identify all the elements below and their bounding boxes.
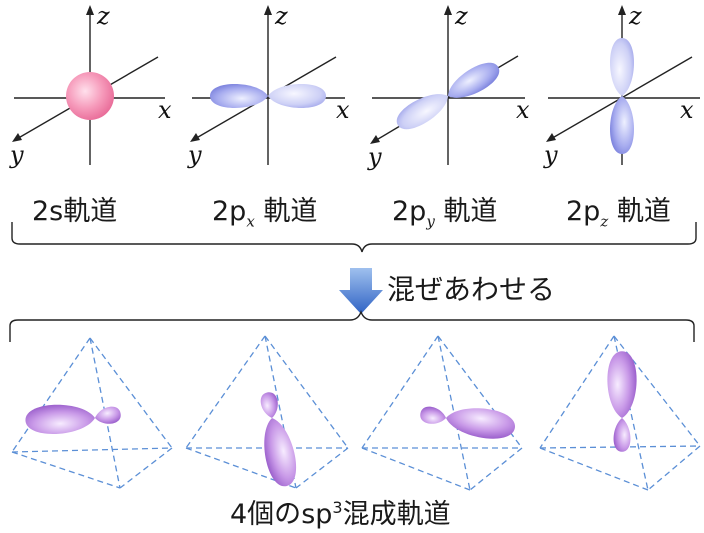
z-axis-arrow-icon [86,5,94,15]
pz-lobe-down-icon [610,96,634,154]
sp3-lobe-small-icon [93,405,123,427]
mix-label: 混ぜあわせる [387,273,556,306]
px-lobe-positive-icon [268,84,326,108]
y-axis-arrow-icon [12,133,22,142]
panel-2px [190,5,345,165]
label-2pz-orbital: 2pz 軌道 [566,196,671,231]
s-orbital-sphere-icon [66,72,114,120]
axis-label-z: z [275,2,288,30]
axis-label-y: y [10,141,24,169]
axis-label-y: y [368,143,382,171]
tetrahedron-guide [11,337,173,489]
sp3-panel-4 [539,335,701,491]
sp3-panel-1 [11,337,173,489]
sp3-lobe-large-icon [607,351,637,418]
sp3-hybrid-label: 4個のsp3混成軌道 [230,498,451,530]
axis-label-z: z [97,2,110,30]
sp3-lobe-small-icon [418,405,448,427]
label-2s-orbital: 2s軌道 [32,196,118,227]
axis-label-x: x [680,96,694,124]
axis-label-y: y [188,141,202,169]
sp3-lobe-large-icon [257,414,301,490]
panel-2pz [546,5,700,165]
sp3-panel-3 [361,335,523,491]
sp3-lobe-small-icon [613,418,631,452]
sp3-panel-2 [185,335,349,490]
y-axis-arrow-icon [370,135,380,144]
pz-lobe-up-icon [610,38,634,96]
panel-2py [370,5,525,165]
z-axis-arrow-icon [618,5,626,15]
bottom-brace [9,310,695,342]
axis-label-x: x [516,96,530,124]
z-axis-arrow-icon [444,5,452,15]
label-2px-orbital: 2px 軌道 [212,196,318,231]
tetrahedron-guide [361,335,523,491]
axis-label-x: x [336,96,350,124]
down-arrow-icon [339,268,383,314]
px-lobe-negative-icon [210,84,268,108]
axis-label-x: x [158,96,172,124]
axis-label-z: z [629,2,642,30]
panel-2s [12,5,165,165]
py-lobe-negative-icon [391,85,454,136]
y-axis-arrow-icon [546,133,556,142]
y-axis-arrow-icon [190,133,200,142]
axis-label-z: z [455,2,468,30]
sp3-lobe-large-icon [443,403,517,443]
top-brace [11,222,697,253]
sp3-lobe-large-icon [24,403,96,436]
label-2py-orbital: 2py 軌道 [392,196,498,231]
axis-label-y: y [544,141,558,169]
z-axis-arrow-icon [264,5,272,15]
py-lobe-positive-icon [442,56,505,107]
